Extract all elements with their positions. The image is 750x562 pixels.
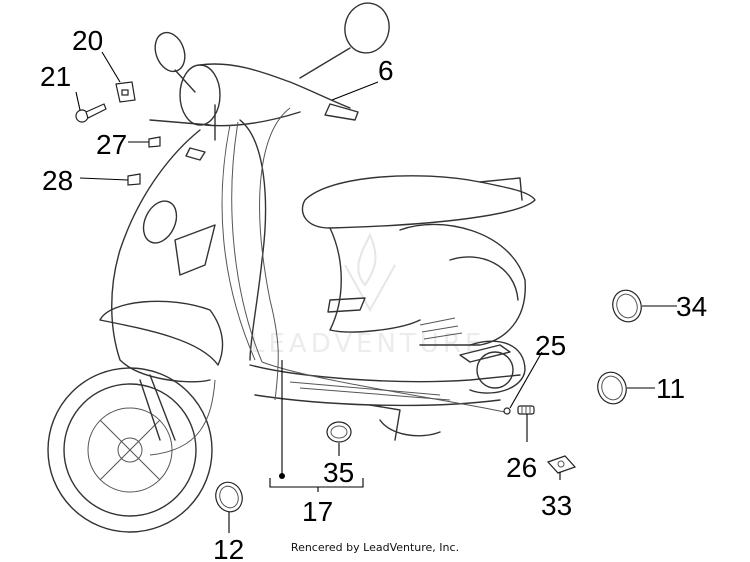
callout-25: 25 <box>535 330 566 361</box>
part-26-bolt <box>517 405 535 415</box>
part-27-clip <box>148 136 161 148</box>
callout-11: 11 <box>656 373 685 404</box>
callout-17: 17 <box>302 496 333 527</box>
callout-35: 35 <box>323 457 354 488</box>
rendered-by-footer: Rencered by LeadVenture, Inc. <box>290 541 460 554</box>
leader-lines <box>75 51 677 533</box>
callout-33: 33 <box>541 490 572 521</box>
callout-21: 21 <box>40 61 71 92</box>
part-34-hose-clamp <box>612 289 642 323</box>
scooter-illustration <box>47 2 536 533</box>
part-20-clip <box>115 81 136 103</box>
watermark-logo: LEADVENTURE <box>250 232 485 359</box>
callout-labels: 20 21 27 28 6 34 25 11 35 26 17 33 12 <box>40 25 707 562</box>
part-28-clip <box>127 173 141 186</box>
callout-20: 20 <box>72 25 103 56</box>
callout-34: 34 <box>676 291 707 322</box>
part-35-hose-clamp <box>326 421 352 443</box>
callout-28: 28 <box>42 165 73 196</box>
part-12-hose-clamp <box>215 481 243 513</box>
watermark-text: LEADVENTURE <box>250 329 485 359</box>
callout-26: 26 <box>506 452 537 483</box>
part-25-cable-end <box>503 407 511 415</box>
part-11-hose-clamp <box>597 371 627 405</box>
callout-27: 27 <box>96 129 127 160</box>
part-33-nut-plate <box>546 455 577 474</box>
callout-6: 6 <box>378 55 394 86</box>
part-21-screw <box>75 103 107 123</box>
callout-12: 12 <box>213 534 244 562</box>
